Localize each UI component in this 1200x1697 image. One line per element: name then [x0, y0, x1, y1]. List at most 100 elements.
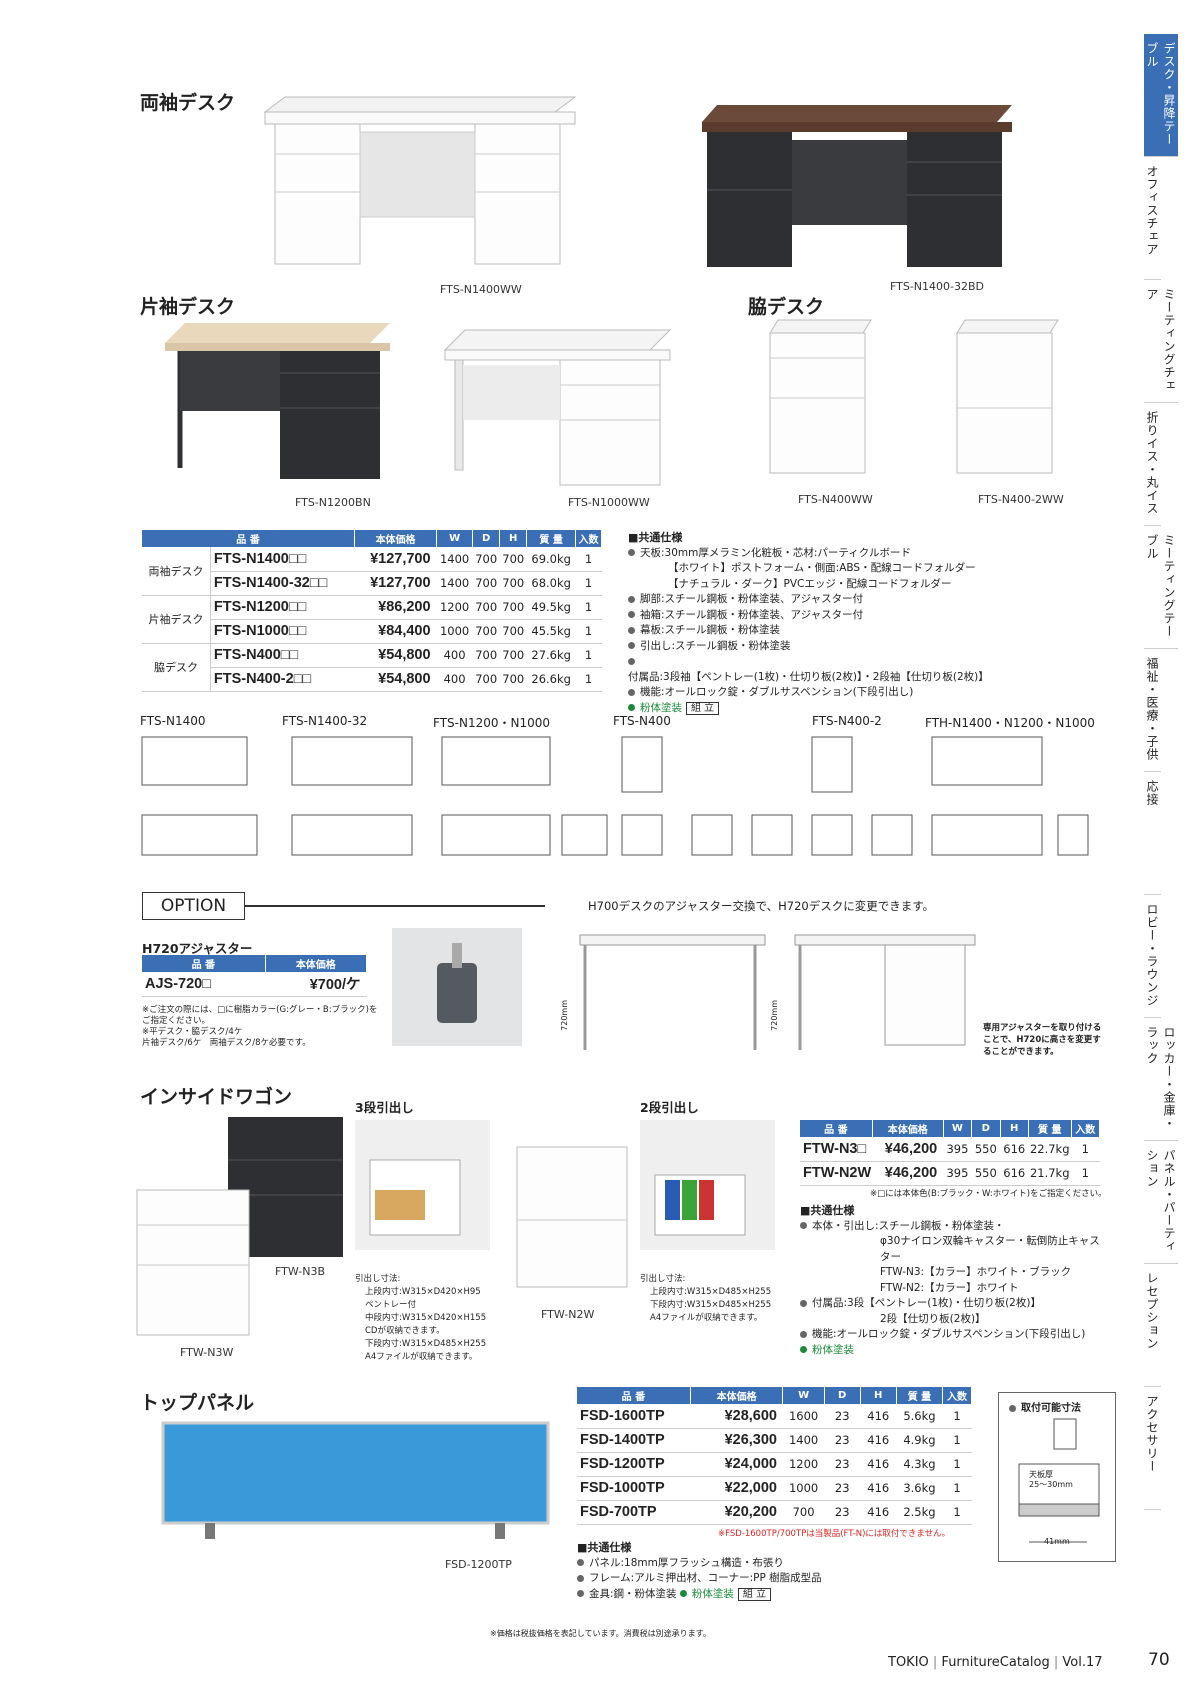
table-cell: ¥24,000	[690, 1452, 783, 1477]
spec-text: 機能:オールロック錠・ダブルサスペンション(下段引出し)	[640, 686, 914, 698]
sidebar-item[interactable]: 応接	[1144, 772, 1161, 895]
bullet-icon	[628, 642, 635, 649]
bullet-icon	[800, 1299, 807, 1307]
sidebar-item[interactable]: デスク・昇降テーブル	[1144, 34, 1178, 157]
table-header-cell: D	[472, 530, 501, 547]
assembly-badge: 組 立	[686, 701, 720, 715]
spec-line: 引出し:スチール鋼板・粉体塗装	[628, 639, 998, 655]
adjuster-photo	[392, 928, 522, 1046]
table-cell: ¥46,200	[872, 1161, 944, 1186]
page-number: 70	[1148, 1650, 1170, 1670]
heading-three-drawer: 3段引出し	[355, 1100, 414, 1115]
table-cell: 700	[499, 667, 527, 692]
panel-note: ※FSD-1600TP/700TPは当製品(FT-N)には取付できません。	[718, 1529, 951, 1539]
table-cell: 400	[436, 643, 473, 668]
sidebar-item[interactable]: パネル・パーティション	[1144, 1141, 1178, 1264]
desk-spec-title: ■共通仕様	[628, 531, 683, 544]
table-header-cell: W	[782, 1387, 825, 1404]
drawer-note: 下段内寸:W315×D485×H255	[365, 1339, 487, 1349]
sidebar-item[interactable]: 折りイス・丸イス	[1144, 403, 1161, 526]
powder-coat-label: 粉体塗装	[640, 701, 682, 714]
table-cell: 68.0kg	[526, 571, 576, 596]
table-cell: 1	[942, 1476, 972, 1501]
table-header-cell: W	[436, 530, 474, 547]
diagram-label: FTH-N1400・N1200・N1000	[925, 716, 1095, 730]
adjuster-header-price: 本体価格	[265, 955, 368, 972]
table-cell: ¥20,200	[690, 1500, 783, 1525]
table-cell: FTW-N2W	[800, 1161, 873, 1186]
sidebar-item[interactable]: レセプション	[1144, 1264, 1161, 1387]
table-cell: FSD-1000TP	[577, 1476, 691, 1501]
sidebar-item[interactable]: ロビー・ラウンジ	[1144, 895, 1161, 1018]
wagon-2drawer-open-photo	[640, 1120, 775, 1250]
table-cell: 416	[860, 1428, 897, 1453]
table-cell: 416	[860, 1500, 897, 1525]
bullet-icon	[628, 595, 635, 603]
heading-two-drawer: 2段引出し	[640, 1100, 699, 1115]
table-header-cell: D	[971, 1120, 1001, 1137]
caption-fsd1200: FSD-1200TP	[445, 1558, 512, 1571]
diagram-label: FTS-N400	[613, 714, 671, 728]
top-panel-image	[161, 1421, 550, 1539]
table-cell: ¥84,400	[354, 619, 437, 644]
sidebar-item[interactable]: ミーティングテーブル	[1144, 526, 1178, 649]
table-cell: 1	[942, 1428, 972, 1453]
sidebar-item[interactable]: 福祉・医療・子供	[1144, 649, 1161, 772]
option-rule	[245, 905, 545, 907]
spec-text: パネル:18mm厚フラッシュ構造・布張り	[589, 1556, 784, 1569]
side-desk-3drawer-image	[769, 319, 872, 474]
table-cell: 616	[1000, 1161, 1029, 1186]
footer-vol: Vol.17	[1062, 1655, 1103, 1670]
spec-line: 【ホワイト】ポストフォーム・側面:ABS・配線コードフォルダー	[628, 561, 998, 577]
spec-line: パネル:18mm厚フラッシュ構造・布張り	[577, 1556, 957, 1572]
spec-text: 幕板:スチール鋼板・粉体塗装	[640, 624, 781, 636]
table-cell: 700	[782, 1500, 825, 1525]
table-cell: FSD-1600TP	[577, 1404, 691, 1429]
table-cell: ¥46,200	[872, 1137, 944, 1162]
table-cell: FSD-1200TP	[577, 1452, 691, 1477]
table-cell: 21.7kg	[1028, 1161, 1072, 1186]
spec-text: 機能:オールロック錠・ダブルサスペンション(下段引出し)	[812, 1328, 1086, 1340]
table-header-cell: 質 量	[896, 1387, 944, 1404]
table-cell: 1	[1071, 1161, 1100, 1186]
table-cell: 395	[943, 1161, 972, 1186]
sidebar-item[interactable]: アクセサリー	[1144, 1387, 1161, 1510]
caption-n1000ww: FTS-N1000WW	[568, 496, 650, 509]
caption-n1400-32bd: FTS-N1400-32BD	[890, 280, 985, 293]
table-cell: 616	[1000, 1137, 1029, 1162]
sidebar-item[interactable]: ロッカー・金庫・ラック	[1144, 1018, 1178, 1141]
adjuster-code: AJS-720□	[142, 972, 266, 997]
adjuster-note: ※平デスク・脇デスク/4ケ	[142, 1027, 243, 1037]
adjuster-notes: ※ご注文の際には、□に樹脂カラー(G:グレー・B:ブラック)をご指定ください。※…	[142, 1005, 382, 1049]
table-cell: 23	[824, 1476, 861, 1501]
bullet-icon	[628, 549, 635, 556]
table-cell: 1	[575, 667, 602, 692]
bullet-icon	[577, 1574, 584, 1582]
table-cell: 550	[971, 1137, 1001, 1162]
drawer-note: CDが収納できます。	[365, 1326, 445, 1336]
table-cell: 23	[824, 1404, 861, 1429]
mount-dimension-box: 取付可能寸法 天板厚 25〜30mm 41mm	[998, 1392, 1116, 1562]
table-cell: 700	[499, 547, 527, 572]
bullet-icon	[628, 657, 635, 665]
dimension-diagrams	[141, 736, 1089, 856]
table-cell: ¥86,200	[354, 595, 437, 620]
table-cell: ¥26,300	[690, 1428, 783, 1453]
table-cell: 550	[971, 1161, 1001, 1186]
sidebar-item[interactable]: オフィスチェア	[1144, 157, 1161, 280]
table-cell: 395	[943, 1137, 972, 1162]
spec-line: 【ナチュラル・ダーク】PVCエッジ・配線コードフォルダー	[628, 577, 998, 593]
table-header-cell: H	[1000, 1120, 1029, 1137]
sidebar-item[interactable]: ミーティングチェア	[1144, 280, 1178, 403]
